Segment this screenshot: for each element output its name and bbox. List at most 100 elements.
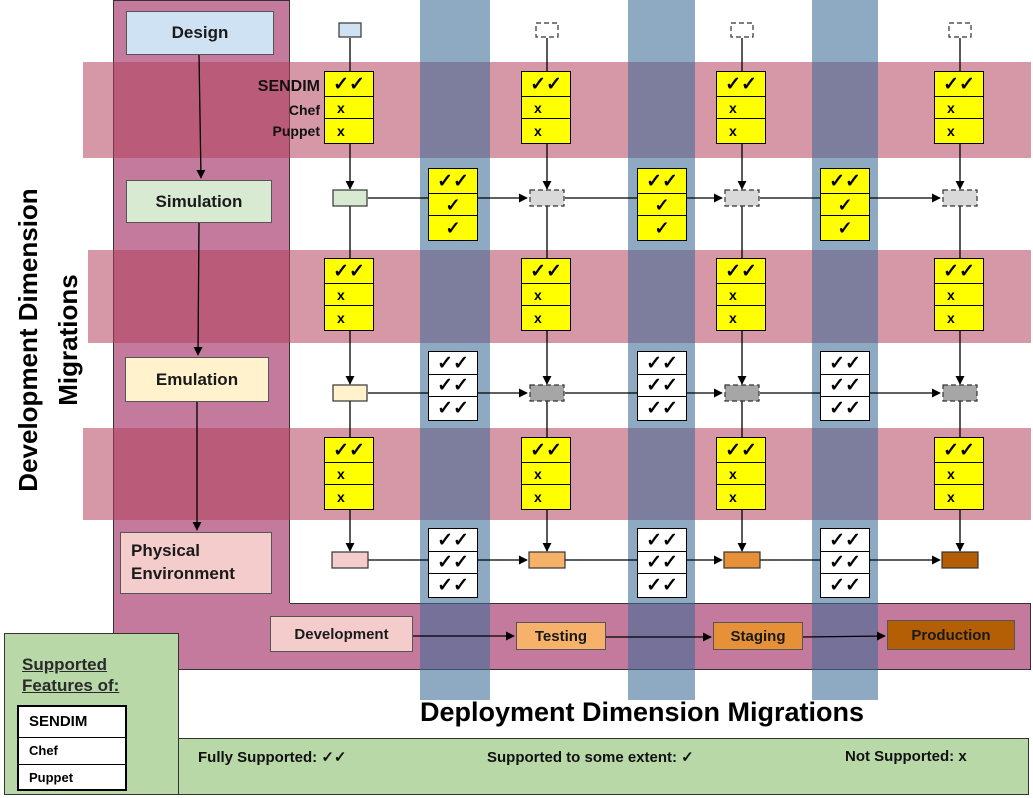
support-mark: ✓✓: [428, 573, 478, 598]
support-mark: x: [521, 484, 571, 510]
support-mark: ✓✓: [637, 351, 687, 376]
support-mark: x: [324, 118, 374, 144]
support-mark: x: [716, 305, 766, 331]
stage-production: Production: [887, 620, 1015, 650]
stage-physical-environment-label: Physical Environment: [131, 541, 235, 583]
support-table-physical-deploy-3: ✓✓✓✓✓✓: [820, 528, 870, 598]
support-mark: ✓✓: [716, 437, 766, 464]
support-mark: x: [934, 484, 984, 510]
support-table-emulation-deploy-3: ✓✓✓✓✓✓: [820, 351, 870, 421]
tool-label-puppet: Puppet: [272, 123, 320, 139]
support-table-physical-deploy-1: ✓✓✓✓✓✓: [428, 528, 478, 598]
stage-emulation-label: Emulation: [155, 369, 239, 389]
legend-title: Supported Features of:: [22, 654, 162, 696]
state-node-4-1: [331, 551, 369, 569]
support-mark: ✓✓: [820, 528, 870, 553]
support-mark: ✓✓: [820, 551, 870, 575]
state-node-4-2: [528, 551, 566, 569]
deployment-dimension-title: Deployment Dimension Migrations: [420, 697, 865, 727]
state-node-3-2: [529, 384, 565, 402]
support-table-emulation-deploy-1: ✓✓✓✓✓✓: [428, 351, 478, 421]
simulation-to-emulation-arrow: [193, 222, 203, 356]
stage-staging-label: Staging: [730, 627, 786, 645]
support-mark: x: [521, 283, 571, 307]
support-mark: x: [324, 462, 374, 486]
support-table-emulation-deploy-2: ✓✓✓✓✓✓: [637, 351, 687, 421]
support-table-physical-deploy-2: ✓✓✓✓✓✓: [637, 528, 687, 598]
support-mark: ✓✓: [428, 551, 478, 575]
support-mark: x: [521, 118, 571, 144]
stage-emulation: Emulation: [125, 357, 269, 402]
state-node-1-1: [338, 22, 362, 38]
support-mark: ✓✓: [324, 71, 374, 98]
tool-labels: SENDIM Chef Puppet: [228, 74, 320, 146]
tool-label-sendim: SENDIM: [257, 78, 320, 95]
support-mark: ✓✓: [428, 374, 478, 398]
development-dimension-title-line2: Migrations: [53, 274, 83, 406]
support-mark: x: [324, 305, 374, 331]
support-table-simulation-deploy-3: ✓✓✓✓: [820, 168, 870, 241]
stage-physical-environment: Physical Environment: [120, 532, 272, 594]
support-mark: ✓✓: [637, 528, 687, 553]
stage-design: Design: [126, 11, 274, 55]
support-mark: ✓: [637, 193, 687, 217]
support-mark: ✓✓: [324, 437, 374, 464]
support-mark: x: [934, 462, 984, 486]
support-mark: x: [324, 484, 374, 510]
support-mark: ✓: [820, 215, 870, 241]
state-node-1-2: [535, 22, 559, 38]
design-to-simulation-arrow: [196, 54, 206, 179]
support-mark: ✓: [637, 215, 687, 241]
stage-testing-label: Testing: [534, 627, 588, 645]
support-mark: x: [716, 462, 766, 486]
legend-not-supported: Not Supported: x: [845, 748, 967, 765]
stage-development: Development: [270, 616, 413, 652]
support-mark: x: [521, 96, 571, 120]
support-mark: ✓✓: [637, 551, 687, 575]
support-mark: ✓✓: [820, 573, 870, 598]
support-mark: ✓✓: [716, 71, 766, 98]
state-node-2-3: [724, 189, 760, 207]
support-mark: x: [324, 96, 374, 120]
support-mark: ✓✓: [521, 437, 571, 464]
legend-tool-sendim: SENDIM: [19, 707, 125, 738]
stage-testing: Testing: [516, 622, 606, 650]
state-node-2-1: [332, 189, 368, 207]
stage-production-label: Production: [911, 626, 991, 644]
support-mark: ✓✓: [428, 168, 478, 195]
support-mark: ✓✓: [637, 374, 687, 398]
legend-title-line2: Features of:: [22, 676, 120, 695]
support-mark: ✓✓: [637, 573, 687, 598]
support-mark: x: [934, 96, 984, 120]
state-node-2-2: [529, 189, 565, 207]
state-node-4-3: [723, 551, 761, 569]
support-mark: x: [934, 283, 984, 307]
support-table-simulation-deploy-2: ✓✓✓✓: [637, 168, 687, 241]
stage-design-label: Design: [171, 23, 229, 42]
stage-development-label: Development: [294, 625, 389, 643]
support-mark: x: [716, 484, 766, 510]
development-dimension-title-line1: Development Dimension: [13, 188, 43, 492]
stage-simulation-label: Simulation: [155, 191, 243, 211]
support-mark: ✓✓: [521, 71, 571, 98]
support-mark: ✓✓: [820, 168, 870, 195]
support-mark: ✓: [820, 193, 870, 217]
stage-simulation: Simulation: [126, 180, 272, 223]
legend-title-line1: Supported: [22, 655, 107, 674]
support-mark: ✓✓: [820, 374, 870, 398]
support-mark: ✓✓: [934, 437, 984, 464]
legend-partially-supported: Supported to some extent: ✓: [487, 749, 694, 766]
node-layer: [331, 22, 979, 569]
support-table-simulation-deploy-1: ✓✓✓✓: [428, 168, 478, 241]
legend-tool-table: SENDIM Chef Puppet: [17, 705, 127, 791]
support-mark: x: [716, 283, 766, 307]
support-mark: ✓✓: [820, 396, 870, 421]
